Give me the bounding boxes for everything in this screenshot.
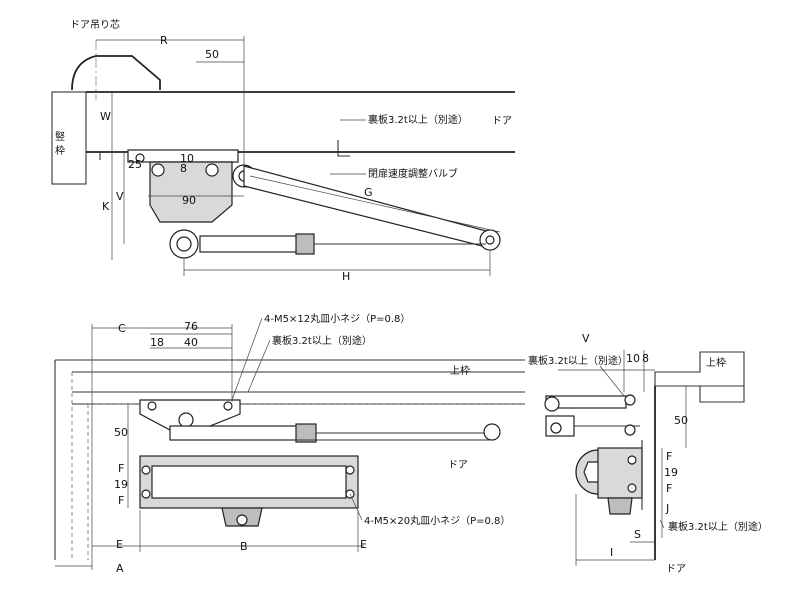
dim-J-side: J [665, 502, 669, 515]
pinion-front-inner [236, 514, 248, 526]
dim-V: V [116, 190, 124, 203]
body-screw [345, 465, 355, 475]
top-view: ドア吊り芯 竪 枠 ドア 裏板3.2t以上（別途） 閉扉速度調整バルブ R 50… [51, 18, 515, 283]
front-view: 4-M5×12丸皿小ネジ（P=0.8） 裏板3.2t以上（別途） 上枠 ドア 4… [54, 312, 525, 575]
dim-10-side: 10 [626, 352, 640, 365]
frame-jamb [51, 91, 87, 185]
dim-76: 76 [184, 320, 198, 333]
dim-50: 50 [205, 48, 219, 61]
arm-front [169, 425, 311, 441]
plate-screw [135, 153, 145, 163]
screw-bottom-leader [349, 493, 363, 521]
forearm-adjuster [295, 233, 315, 255]
dim-B: B [240, 540, 248, 553]
body-screw [141, 465, 151, 475]
arm-adjuster-front [295, 423, 317, 443]
side-view: 裏板3.2t以上（別途） 上枠 裏板3.2t以上（別途） ドア V 10 8 5… [528, 332, 768, 575]
dim-I: I [610, 546, 613, 559]
dim-V-side: V [582, 332, 590, 345]
dim-19-side: 19 [664, 466, 678, 479]
dim-S: S [634, 528, 641, 541]
dim-18: 18 [150, 336, 164, 349]
dim-K: K [102, 200, 110, 213]
side-frame-label: 上枠 [706, 356, 726, 369]
frame-label-1: 竪 [55, 131, 65, 143]
body-screw [141, 489, 151, 499]
dim-90: 90 [182, 194, 196, 207]
side-body-screw [627, 455, 637, 465]
side-pinion [607, 497, 633, 515]
backplate-mark [337, 140, 350, 157]
side-backplate-leader [599, 365, 625, 397]
dim-A: A [116, 562, 124, 575]
dim-F-side-2: F [666, 482, 672, 495]
dim-F-front-1: F [118, 462, 124, 475]
side-frame [654, 351, 745, 403]
side-bracket-screw [624, 394, 636, 406]
dim-R: R [160, 34, 168, 47]
dim-50-front: 50 [114, 426, 128, 439]
side-bracket-screw [624, 424, 636, 436]
dim-G: G [364, 186, 373, 199]
dim-F-front-2: F [118, 494, 124, 507]
dim-25: 25 [128, 158, 142, 171]
side-arm-joint [544, 396, 560, 412]
pinion-inner [176, 236, 192, 252]
dim-C: C [118, 322, 126, 335]
door-pivot-outline [71, 55, 161, 91]
dim-50-side: 50 [674, 414, 688, 427]
arm-end-joint-inner [485, 235, 495, 245]
screw-top-leader [231, 317, 263, 401]
screw-top-note: 4-M5×12丸皿小ネジ（P=0.8） [264, 312, 410, 325]
side-door-label: ドア [666, 564, 686, 575]
dim-40: 40 [184, 336, 198, 349]
dim-line-G [249, 175, 501, 233]
dim-H: H [342, 270, 350, 283]
backplate-note-top: 裏板3.2t以上（別途） [368, 113, 468, 126]
dim-E-right: E [360, 538, 367, 551]
dim-19-front: 19 [114, 478, 128, 491]
door-label-front: ドア [448, 460, 468, 471]
dim-8: 8 [180, 162, 187, 175]
side-arm-joint-lower [550, 422, 562, 434]
arm-pivot-front [178, 412, 194, 428]
dim-W: W [100, 110, 111, 123]
dim-8-side: 8 [642, 352, 649, 365]
dim-10: 10 [180, 152, 194, 165]
dim-F-side-1: F [666, 450, 672, 463]
frame-label-2: 枠 [55, 144, 65, 157]
plate-screw [151, 163, 165, 177]
side-backplate-bottom: 裏板3.2t以上（別途） [668, 520, 768, 533]
backplate-front-note: 裏板3.2t以上（別途） [272, 334, 372, 347]
closer-body-inner [151, 465, 347, 499]
plate-screw [205, 163, 219, 177]
arm-end-front [483, 423, 501, 441]
door-label-top: ドア [492, 116, 512, 127]
valve-label: 閉扉速度調整バルブ [368, 167, 458, 180]
forearm-tube [199, 235, 311, 253]
frame-label-front: 上枠 [450, 364, 470, 377]
side-body-screw [627, 483, 637, 493]
dim-E-left: E [116, 538, 123, 551]
backplate-front-leader [247, 339, 271, 393]
bracket-screw [223, 401, 233, 411]
side-backplate-top: 裏板3.2t以上（別途） [528, 354, 628, 367]
door-pivot-label: ドア吊り芯 [70, 18, 120, 31]
bracket-screw [147, 401, 157, 411]
side-backplate-leader-2 [659, 519, 665, 529]
screw-bottom-note: 4-M5×20丸皿小ネジ（P=0.8） [364, 514, 510, 527]
closer-body-top [149, 161, 233, 223]
